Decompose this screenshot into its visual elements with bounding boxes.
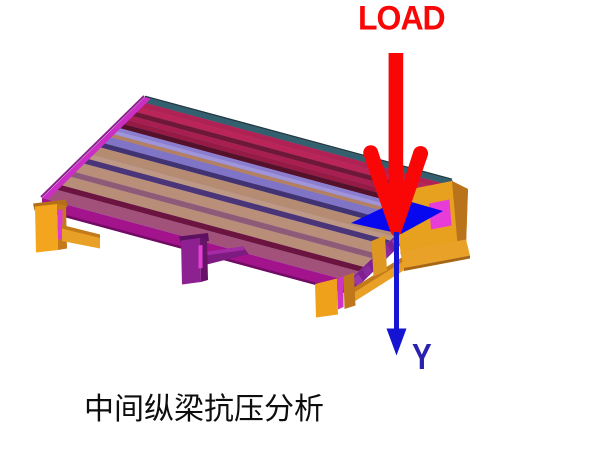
deck-plank [114,122,426,210]
right-end-window [429,199,452,230]
deck-left-edging [42,97,151,200]
y-axis-label: Y [412,336,432,377]
right-leg-window-sliver [337,276,344,310]
deck-plank [65,170,377,259]
load-arrow-head [363,145,429,237]
left-leg-window-sliver [58,209,63,240]
y-axis-arrow-head [386,328,407,356]
load-arrow-shaft [388,53,404,208]
left-leg-flange-lip [62,225,100,238]
deck-plank [122,114,434,202]
deck-plank [108,129,419,216]
right-leg-side [343,272,356,309]
deck-plank [87,145,403,237]
right-end-foot-shade [404,255,470,271]
deck-plank-stripes [42,97,452,281]
middle-leg-window-sliver [198,245,203,269]
right-end-foot [400,239,470,268]
caption-text: 中间纵梁抗压分析 [84,392,324,427]
deck-plank [111,126,422,213]
deck-plank [69,162,386,254]
deck-plank [118,118,430,206]
deck-plank [131,106,443,194]
deck-plank [56,175,373,267]
right-leg-front [315,278,338,318]
load-label: LOAD [358,0,446,37]
deck-endcap-block [362,264,373,277]
right-stringer-post [371,235,387,277]
deck-plank [51,183,364,272]
middle-leg-front [181,238,201,285]
middle-leg-flange-lip [204,246,245,256]
right-end-frame-shade [452,181,468,250]
deck-plank [78,157,391,246]
left-leg-front [35,204,58,253]
deck-nw-edge-line [40,95,145,198]
deck-endcap-block [352,273,363,287]
deck-plank [95,141,407,229]
deck-plank [126,110,439,198]
deck-plank [99,135,413,225]
deck-plank [83,153,395,241]
deck-plank [105,132,416,219]
